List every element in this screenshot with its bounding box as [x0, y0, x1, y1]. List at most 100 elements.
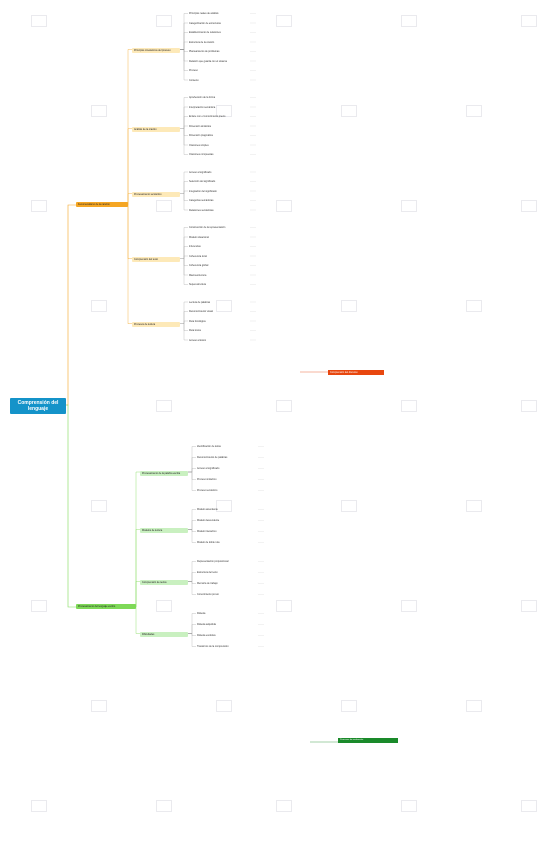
watermark-icon [520, 200, 538, 216]
bottom-item[interactable]: Estructura del texto [197, 571, 218, 574]
top-item[interactable]: Planteamiento de problemas [189, 50, 220, 53]
bottom-group[interactable]: Procesamiento de la palabra escrita [140, 470, 188, 476]
watermark-icon [155, 15, 173, 31]
bottom-group[interactable]: Dificultades [140, 632, 188, 637]
watermark-icon [340, 105, 358, 121]
top-item[interactable]: Establecimiento de relaciones [189, 31, 221, 34]
top-group[interactable]: Procesos de lectura [132, 322, 180, 328]
bottom-item[interactable]: Proceso semántico [197, 489, 218, 492]
connector [180, 255, 188, 259]
top-item[interactable]: Dimensión pragmática [189, 134, 213, 137]
connector [132, 606, 140, 634]
connector [180, 193, 188, 211]
connector [180, 258, 188, 285]
connector [180, 320, 188, 324]
top-item[interactable]: Lectura de palabras [189, 300, 211, 304]
root-node[interactable]: Comprensión del lenguaje [10, 398, 66, 414]
connector [180, 41, 188, 50]
top-item[interactable]: Ruta fonológica [189, 319, 206, 323]
top-item[interactable]: Construcción de la representación [189, 226, 226, 229]
branch-bottom[interactable]: Procesamiento del lenguaje escrito [76, 604, 136, 609]
top-item[interactable]: Coherencia local [189, 254, 207, 258]
watermark-icon [520, 15, 538, 31]
watermark-icon [155, 600, 173, 616]
bottom-item[interactable]: Modelo de doble ruta [197, 541, 220, 544]
top-item[interactable]: Principios reales de análisis [189, 12, 219, 15]
highlight-red[interactable]: Comprensión del discurso [328, 370, 384, 375]
bottom-item[interactable]: Proceso sintáctico [197, 478, 217, 481]
top-item[interactable]: Categorías semánticas [189, 199, 214, 202]
top-item[interactable]: Relaciones semánticas [189, 208, 214, 212]
connector [188, 581, 196, 595]
top-item[interactable]: Inferencias [189, 245, 201, 248]
top-group[interactable]: Comprensión del texto [132, 257, 180, 263]
bottom-item[interactable]: Modelo interactivo [197, 530, 217, 533]
top-item[interactable]: Interpretación semántica [189, 105, 216, 109]
bottom-item[interactable]: Acceso al significado [197, 467, 220, 470]
bottom-item[interactable]: Dislexia evolutiva [197, 634, 216, 637]
watermark-icon [155, 200, 173, 216]
watermark-icon [275, 15, 293, 31]
connector [180, 125, 188, 129]
watermark-icon [400, 800, 418, 816]
top-item[interactable]: Categorización de estructuras [189, 21, 221, 25]
watermark-icon [30, 200, 48, 216]
top-item[interactable]: Selección del significado [189, 180, 216, 183]
highlight-green[interactable]: Procesos de evaluación [338, 738, 398, 743]
bottom-item[interactable]: Trastornos de la comprensión [197, 645, 229, 648]
watermark-icon [30, 800, 48, 816]
watermark-icon [340, 500, 358, 516]
top-item[interactable]: Superestructura [189, 283, 207, 286]
branch-top[interactable]: Fenomenalismo de la canción [76, 202, 128, 207]
bottom-group[interactable]: Comprensión de textos [140, 580, 188, 585]
top-item[interactable]: Integración del significado [189, 189, 217, 193]
top-item[interactable]: Dimensión sintáctica [189, 124, 211, 128]
top-group[interactable]: Análisis de la oración [132, 127, 180, 133]
top-item[interactable]: Enlace con el conocimiento previo [189, 115, 226, 118]
top-item[interactable]: Reconocimiento visual [189, 310, 213, 313]
connector [188, 624, 196, 634]
top-item[interactable]: Acceso al significado [189, 170, 212, 174]
bottom-item[interactable]: Reconocimiento de palabras [197, 456, 228, 459]
bottom-item[interactable]: Identificación de letras [197, 445, 221, 448]
watermark-icon [90, 700, 108, 716]
top-item[interactable]: Modelo situacional [189, 235, 209, 239]
bottom-group[interactable]: Modelos de lectura [140, 528, 188, 533]
top-item[interactable]: Ruta léxica [189, 329, 201, 332]
top-item[interactable]: Estructura de la oración [189, 40, 215, 44]
bottom-item[interactable]: Dislexia [197, 612, 206, 615]
bottom-item[interactable]: Conocimiento previo [197, 593, 219, 596]
top-item[interactable]: Proceso [189, 69, 198, 72]
watermark-icon [400, 400, 418, 416]
watermark-icon [520, 800, 538, 816]
bottom-item[interactable]: Modelo descendente [197, 519, 220, 522]
connector [188, 471, 196, 491]
bottom-item[interactable]: Dislexia adquirida [197, 623, 216, 626]
watermark-icon [90, 500, 108, 516]
top-item[interactable]: Macroestructura [189, 273, 207, 277]
top-group[interactable]: Principios cinestéticos del proceso [132, 48, 180, 53]
bottom-item[interactable]: Modelo ascendente [197, 508, 218, 511]
watermark-icon [400, 600, 418, 616]
watermark-icon [155, 400, 173, 416]
watermark-icon [215, 500, 233, 516]
top-item[interactable]: Acceso al léxico [189, 338, 207, 342]
watermark-icon [215, 105, 233, 121]
watermark-icon [155, 800, 173, 816]
top-group[interactable]: Procesamiento semántico [132, 192, 180, 198]
connector [188, 572, 196, 582]
watermark-icon [215, 300, 233, 316]
top-item[interactable]: Contexto [189, 78, 199, 82]
watermark-icon [465, 700, 483, 716]
top-item[interactable]: Coherencia global [189, 264, 209, 267]
top-item[interactable]: Oraciones simples [189, 143, 209, 147]
bottom-item[interactable]: Representación proposicional [197, 560, 229, 563]
connector [124, 204, 132, 324]
connector [180, 128, 188, 155]
top-item[interactable]: Relación que guarda con el sistema [189, 59, 228, 63]
top-item[interactable]: Aprehensión de la forma [189, 96, 216, 99]
bottom-item[interactable]: Memoria de trabajo [197, 582, 218, 585]
top-item[interactable]: Oraciones compuestas [189, 153, 214, 156]
